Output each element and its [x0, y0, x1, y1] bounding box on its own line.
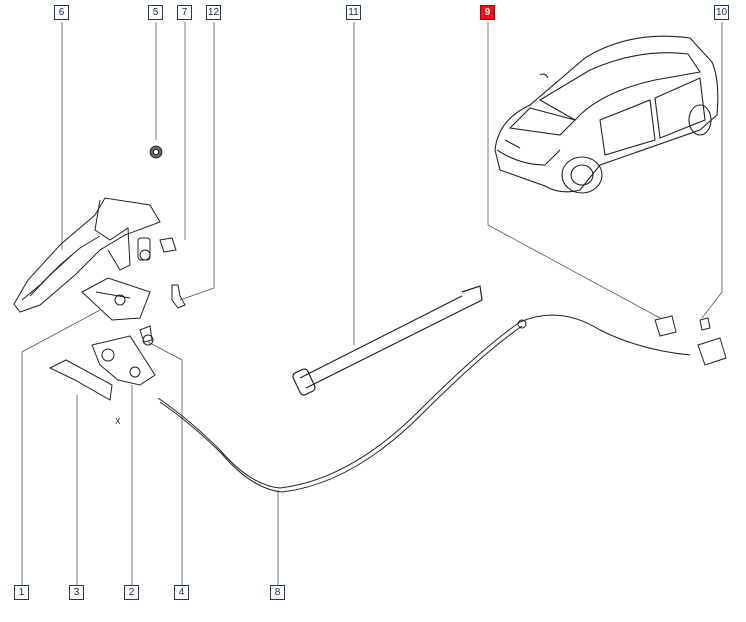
clip-part — [159, 237, 177, 253]
callout-4[interactable]: 4 — [174, 585, 189, 600]
callout-9[interactable]: 9 — [480, 5, 495, 20]
callout-2[interactable]: 2 — [124, 585, 139, 600]
callout-6[interactable]: 6 — [54, 5, 69, 20]
latch-part — [81, 277, 151, 321]
callout-11[interactable]: 11 — [346, 5, 361, 20]
bolt-4 — [139, 325, 153, 343]
callout-1[interactable]: 1 — [14, 585, 29, 600]
callout-5[interactable]: 5 — [148, 5, 163, 20]
lock-mechanism — [91, 334, 156, 386]
striker-plate — [48, 359, 113, 401]
callout-3[interactable]: 3 — [69, 585, 84, 600]
callout-7[interactable]: 7 — [177, 5, 192, 20]
callout-10[interactable]: 10 — [714, 5, 729, 20]
callout-8[interactable]: 8 — [270, 585, 285, 600]
axis-label-x: X — [115, 417, 121, 426]
gas-strut — [292, 285, 483, 396]
nut-part — [149, 145, 163, 159]
pedal-assembly — [13, 197, 161, 313]
release-cable — [157, 314, 727, 493]
bolt-part — [171, 284, 186, 309]
callout-12[interactable]: 12 — [206, 5, 221, 20]
car-illustration — [494, 35, 719, 194]
